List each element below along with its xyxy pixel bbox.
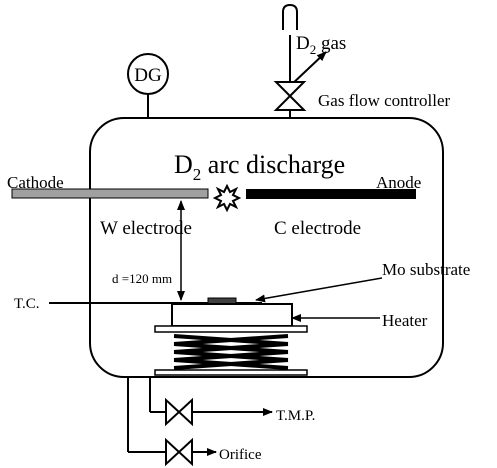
mo-substrate-label: Mo substrate	[382, 260, 470, 279]
mo-substrate-pointer	[255, 277, 383, 303]
exhaust-lines	[127, 377, 270, 453]
anode-label: Anode	[376, 173, 421, 192]
gas-flow-controller-valve-icon	[273, 81, 307, 111]
cathode-w-electrode	[11, 188, 209, 199]
tmp-label: T.M.P.	[276, 408, 315, 424]
anode-c-electrode	[246, 189, 416, 199]
heater-stage-plate	[154, 325, 308, 333]
dg-gauge-label: DG	[134, 65, 162, 86]
tc-label: T.C.	[14, 296, 40, 312]
lift-base-plate	[154, 369, 308, 376]
arc-spark-icon	[212, 183, 242, 213]
gas-label: D2 gas	[296, 33, 346, 57]
distance-label: d =120 mm	[112, 271, 172, 286]
tmp-valve-icon	[165, 397, 193, 427]
scissor-lift	[173, 334, 289, 370]
orifice-valve-icon	[165, 437, 193, 467]
w-electrode-label: W electrode	[100, 218, 192, 239]
heater-label: Heater	[382, 311, 428, 330]
vacuum-chamber	[89, 117, 444, 378]
c-electrode-label: C electrode	[274, 218, 361, 239]
gas-flow-controller-label: Gas flow controller	[318, 91, 451, 110]
cathode-label: Cathode	[7, 173, 64, 192]
heater-block	[171, 303, 293, 327]
orifice-label: Orifice	[219, 447, 262, 463]
dg-gauge-icon	[127, 53, 169, 95]
gas-inlet-arrow	[289, 51, 327, 87]
chamber-title: D2 arc discharge	[174, 150, 345, 184]
